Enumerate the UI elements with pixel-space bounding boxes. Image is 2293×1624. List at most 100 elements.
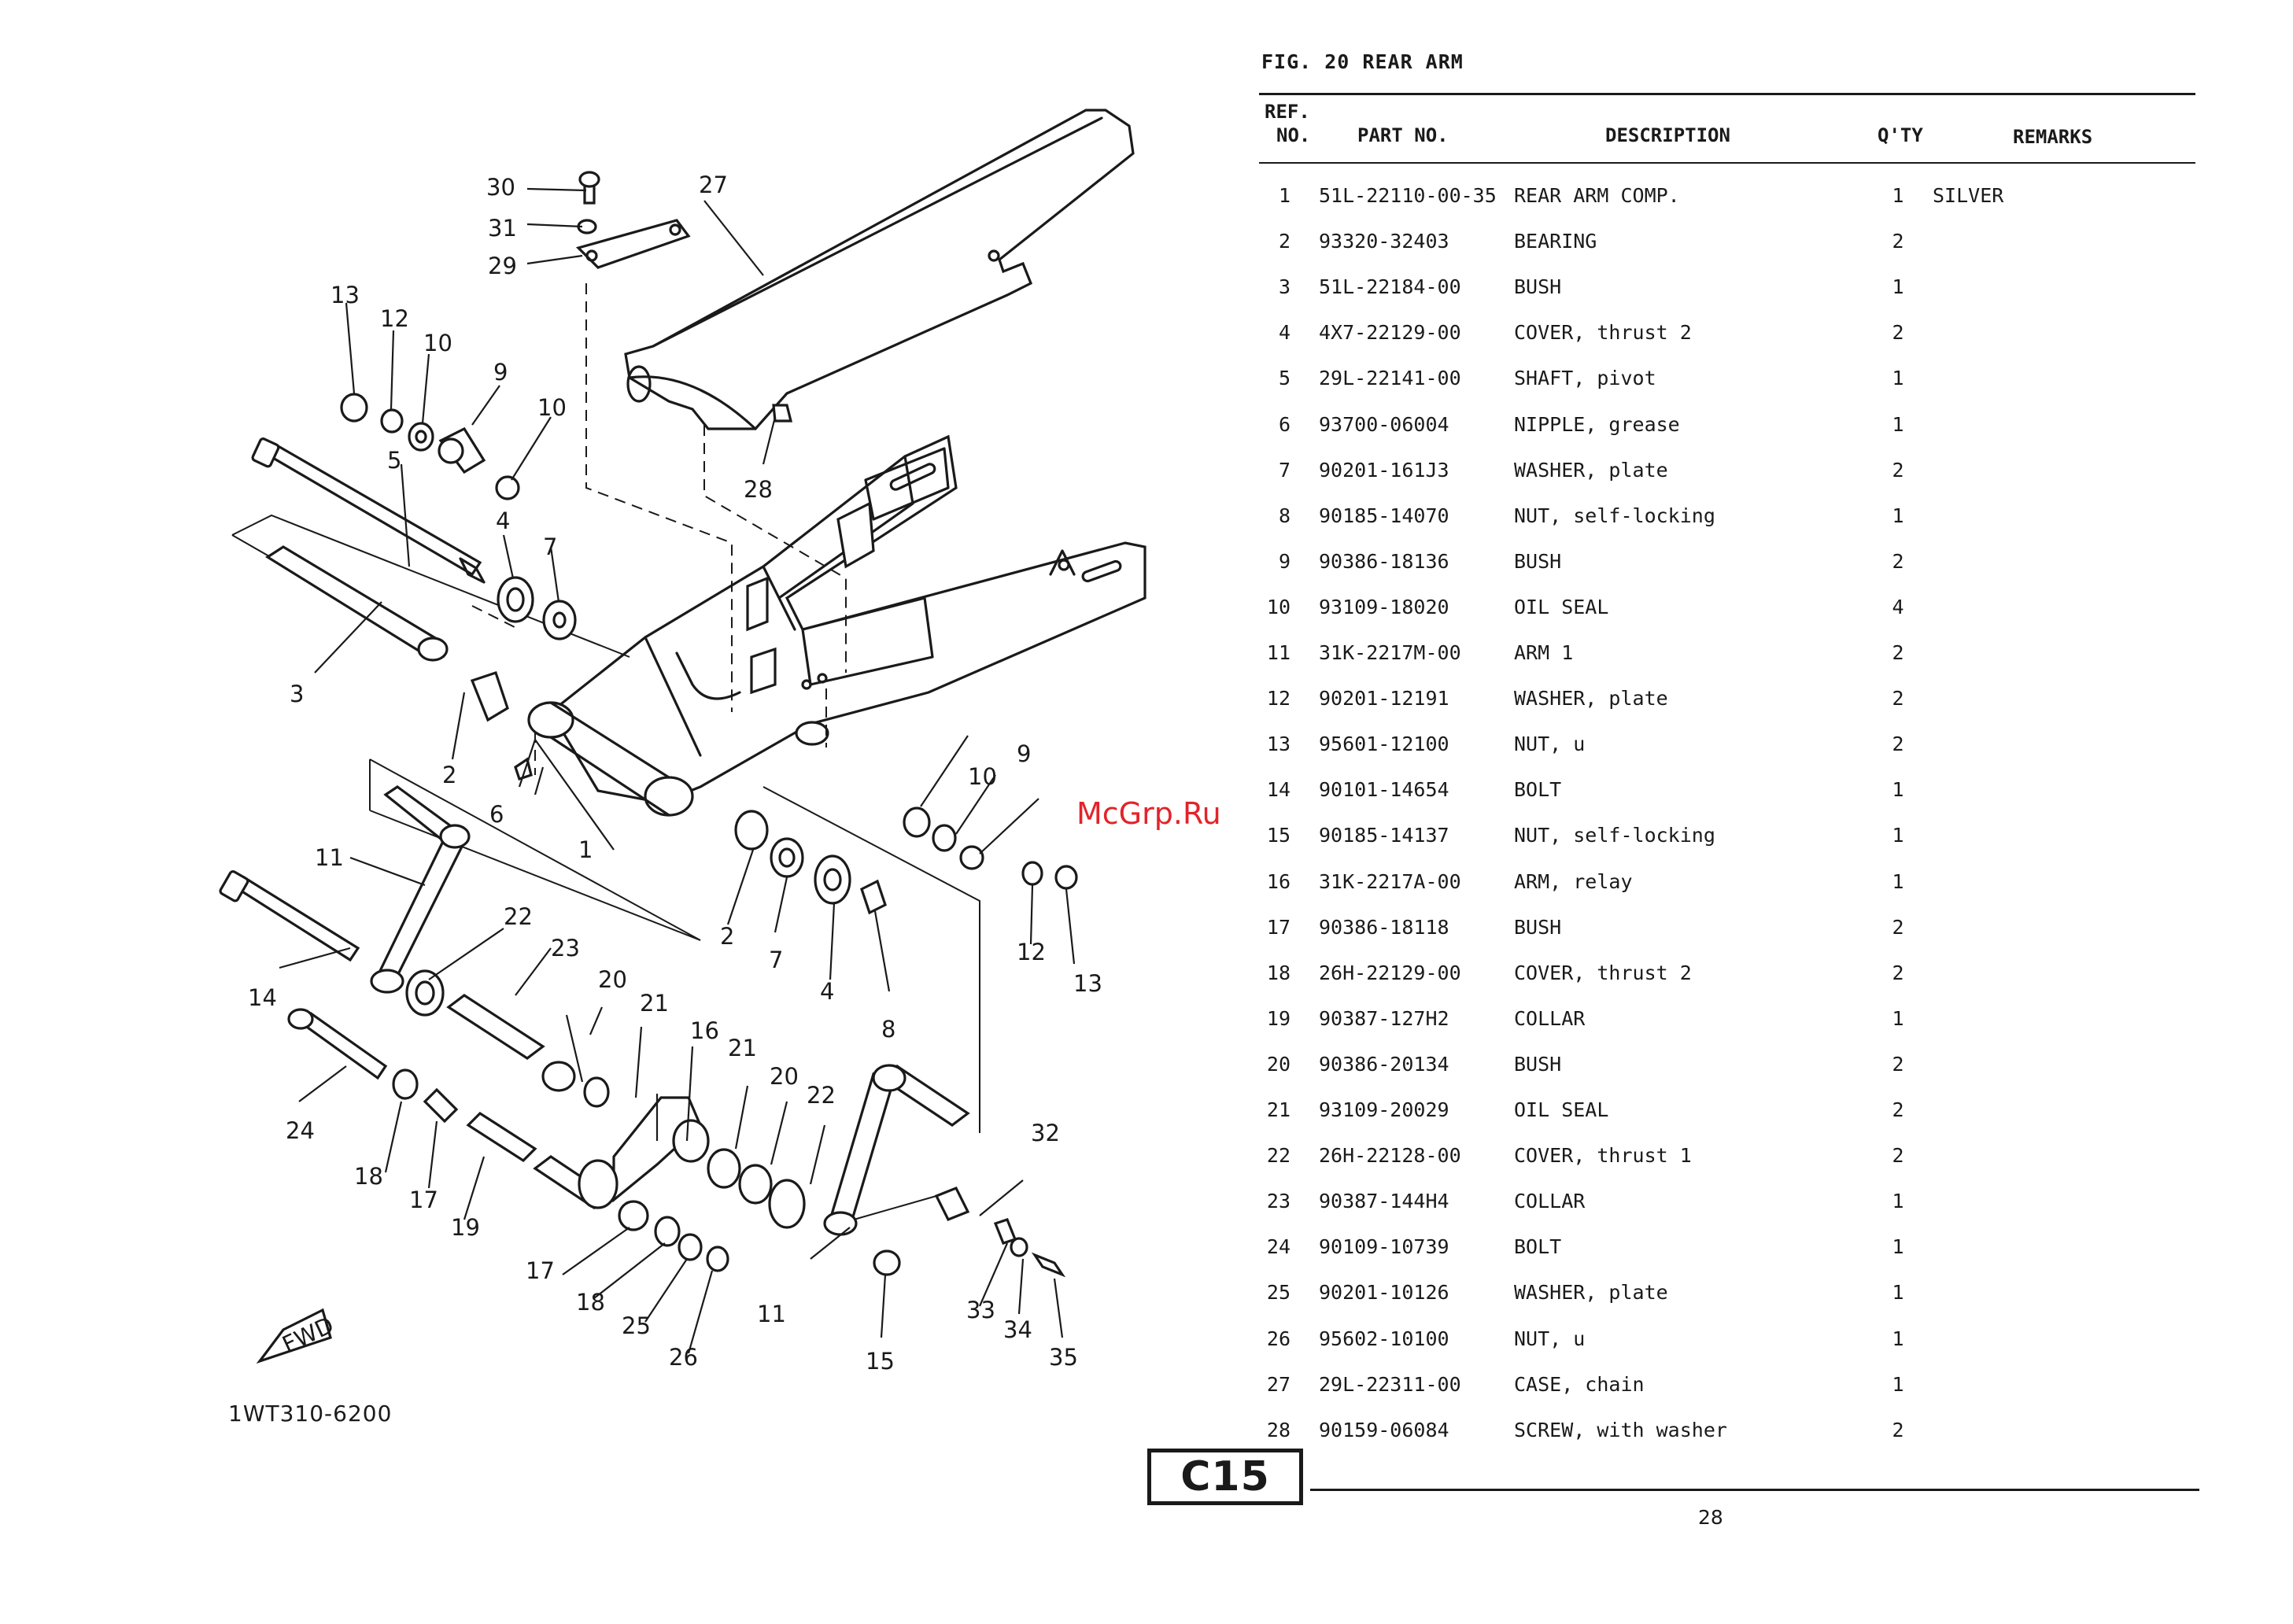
description-cell: ARM, relay (1514, 870, 1633, 893)
part-no-cell: 90386-18136 (1319, 550, 1449, 573)
header-remarks: REMARKS (2013, 126, 2093, 148)
section-badge: C15 (1147, 1449, 1303, 1505)
qty-cell: 2 (1892, 459, 1904, 482)
callout-21a: 21 (640, 990, 669, 1017)
qty-cell: 1 (1892, 824, 1904, 847)
ref-cell: 28 (1266, 1419, 1291, 1441)
callout-12b: 12 (1017, 939, 1046, 965)
description-cell: BUSH (1514, 916, 1562, 939)
pivot-parts (251, 171, 793, 781)
qty-cell: 4 (1892, 596, 1904, 618)
description-cell: BUSH (1514, 275, 1562, 298)
qty-cell: 1 (1892, 504, 1904, 527)
qty-cell: 2 (1892, 641, 1904, 664)
ref-cell: 14 (1266, 778, 1291, 801)
part-no-cell: 90185-14137 (1319, 824, 1449, 847)
part-no-cell: 90201-161J3 (1319, 459, 1449, 482)
callout-32: 32 (1031, 1120, 1060, 1146)
table-top-rule (1259, 93, 2195, 95)
qty-cell: 2 (1892, 550, 1904, 573)
description-cell: COVER, thrust 1 (1514, 1144, 1692, 1167)
ref-cell: 15 (1266, 824, 1291, 847)
part-no-cell: 31K-2217M-00 (1319, 641, 1461, 664)
part-no-cell: 31K-2217A-00 (1319, 870, 1461, 893)
callout-30: 30 (486, 174, 515, 201)
part-no-cell: 90201-10126 (1319, 1281, 1449, 1304)
part-no-cell: 51L-22110-00-35 (1319, 184, 1497, 207)
callout-35: 35 (1049, 1344, 1078, 1371)
fwd-arrow-icon: FWD (256, 1308, 338, 1364)
description-cell: NUT, u (1514, 1327, 1586, 1350)
callout-8: 8 (881, 1016, 895, 1043)
callout-6: 6 (489, 801, 504, 828)
ref-cell: 20 (1266, 1053, 1291, 1076)
description-cell: NUT, self-locking (1514, 824, 1715, 847)
part-no-cell: 4X7-22129-00 (1319, 321, 1461, 344)
leader-lines (279, 187, 1076, 1354)
description-cell: BEARING (1514, 230, 1597, 253)
qty-cell: 1 (1892, 1327, 1904, 1350)
ref-cell: 19 (1266, 1007, 1291, 1030)
qty-cell: 1 (1892, 275, 1904, 298)
ref-cell: 10 (1266, 596, 1291, 618)
part-no-cell: 29L-22311-00 (1319, 1373, 1461, 1396)
callout-9a: 9 (493, 359, 508, 386)
callout-26: 26 (669, 1344, 698, 1371)
ref-cell: 3 (1278, 275, 1291, 298)
callout-19: 19 (451, 1214, 480, 1241)
ref-cell: 23 (1266, 1190, 1291, 1212)
description-cell: OIL SEAL (1514, 1098, 1609, 1121)
callout-2a: 2 (442, 762, 456, 788)
chain-case-part (624, 109, 1135, 430)
ref-cell: 16 (1266, 870, 1291, 893)
callout-16: 16 (690, 1017, 719, 1044)
callout-20b: 20 (770, 1063, 799, 1090)
callout-22b: 22 (807, 1082, 836, 1109)
callout-17b: 17 (526, 1257, 555, 1284)
qty-cell: 1 (1892, 367, 1904, 389)
callout-28: 28 (744, 476, 773, 503)
callout-1: 1 (578, 836, 593, 863)
callout-11a: 11 (315, 844, 344, 871)
qty-cell: 1 (1892, 1281, 1904, 1304)
qty-cell: 2 (1892, 321, 1904, 344)
ref-cell: 21 (1266, 1098, 1291, 1121)
qty-cell: 1 (1892, 778, 1904, 801)
part-no-cell: 26H-22128-00 (1319, 1144, 1461, 1167)
part-no-cell: 93320-32403 (1319, 230, 1449, 253)
ref-cell: 12 (1266, 687, 1291, 710)
callout-4b: 4 (820, 978, 834, 1005)
ref-cell: 27 (1266, 1373, 1291, 1396)
part-no-cell: 90386-20134 (1319, 1053, 1449, 1076)
qty-cell: 1 (1892, 1190, 1904, 1212)
callout-29: 29 (488, 253, 517, 279)
part-no-cell: 90386-18118 (1319, 916, 1449, 939)
qty-cell: 1 (1892, 870, 1904, 893)
callout-3: 3 (290, 681, 304, 707)
qty-cell: 1 (1892, 1007, 1904, 1030)
callout-12a: 12 (380, 305, 409, 332)
ref-cell: 6 (1278, 413, 1291, 436)
callout-23: 23 (551, 935, 580, 961)
part-no-cell: 93109-20029 (1319, 1098, 1449, 1121)
part-no-cell: 93700-06004 (1319, 413, 1449, 436)
qty-cell: 1 (1892, 413, 1904, 436)
table-row: 15 90185-14137 NUT, self-locking 1 (1259, 824, 2195, 855)
header-description: DESCRIPTION (1605, 124, 1730, 146)
part-no-cell: 51L-22184-00 (1319, 275, 1461, 298)
